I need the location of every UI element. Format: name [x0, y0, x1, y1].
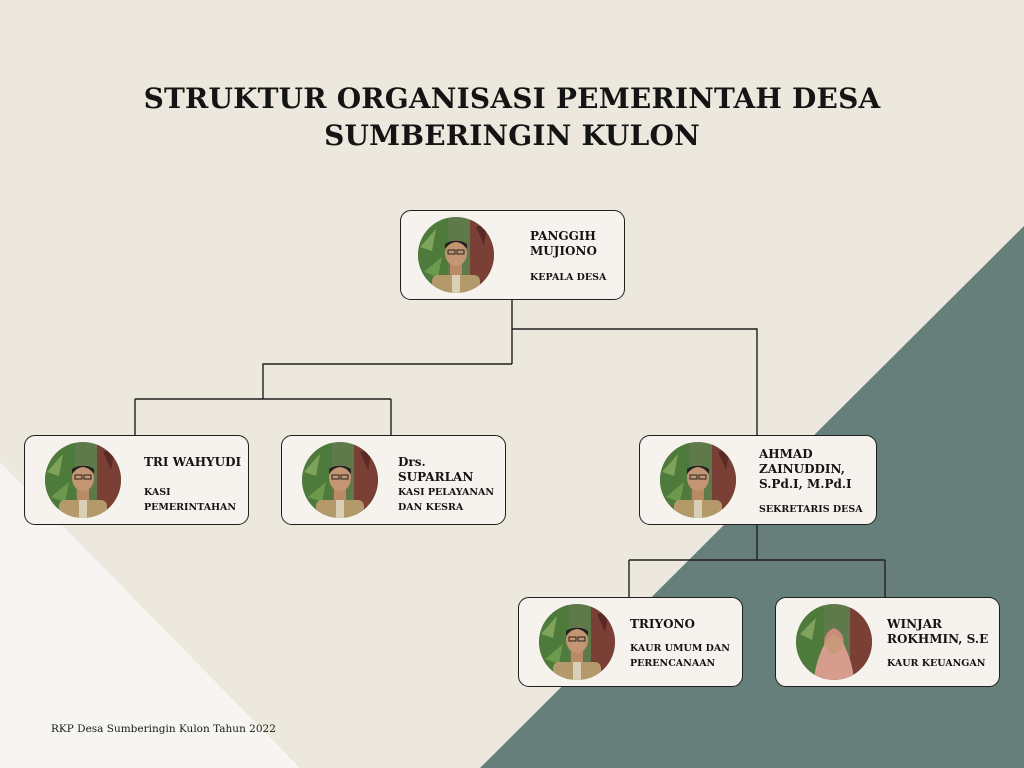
connector-kasi	[134, 363, 512, 436]
member-role: KAUR KEUANGAN	[887, 658, 986, 669]
footer-caption: RKP Desa Sumberingin Kulon Tahun 2022	[51, 723, 276, 735]
member-name: TRIYONO	[630, 617, 695, 631]
org-card-kaur-umum: TRIYONO KAUR UMUM DAN PERENCANAAN	[518, 597, 743, 687]
org-card-kasi-pelayanan: Drs. SUPARLAN KASI PELAYANAN DAN KESRA	[281, 435, 506, 525]
member-name: WINJAR ROKHMIN, S.E	[887, 617, 989, 646]
profile-photo	[302, 442, 378, 518]
member-name: PANGGIH MUJIONO	[530, 229, 597, 258]
profile-photo	[660, 442, 736, 518]
profile-photo	[539, 604, 615, 680]
member-role: KEPALA DESA	[530, 272, 607, 283]
org-card-kasi-pemerintahan: TRI WAHYUDI KASI PEMERINTAHAN	[24, 435, 249, 525]
profile-photo	[796, 604, 872, 680]
profile-photo	[418, 217, 494, 293]
org-card-kepala-desa: PANGGIH MUJIONO KEPALA DESA	[400, 210, 625, 300]
member-role: KASI PEMERINTAHAN	[144, 487, 237, 513]
member-name: TRI WAHYUDI	[144, 455, 242, 469]
member-role: SEKRETARIS DESA	[759, 504, 863, 515]
member-role: KASI PELAYANAN DAN KESRA	[398, 487, 495, 513]
connector-head	[511, 299, 758, 436]
profile-photo	[45, 442, 121, 518]
org-card-kaur-keuangan: WINJAR ROKHMIN, S.E KAUR KEUANGAN	[775, 597, 1000, 687]
page-title: STRUKTUR ORGANISASI PEMERINTAH DESA SUMB…	[143, 82, 881, 152]
member-name: Drs. SUPARLAN	[398, 455, 474, 484]
org-card-sekretaris-desa: AHMAD ZAINUDDIN, S.Pd.I, M.Pd.I SEKRETAR…	[639, 435, 877, 525]
connector-sekretaris	[628, 524, 886, 597]
member-role: KAUR UMUM DAN PERENCANAAN	[630, 643, 730, 669]
member-name: AHMAD ZAINUDDIN, S.Pd.I, M.Pd.I	[759, 447, 852, 491]
